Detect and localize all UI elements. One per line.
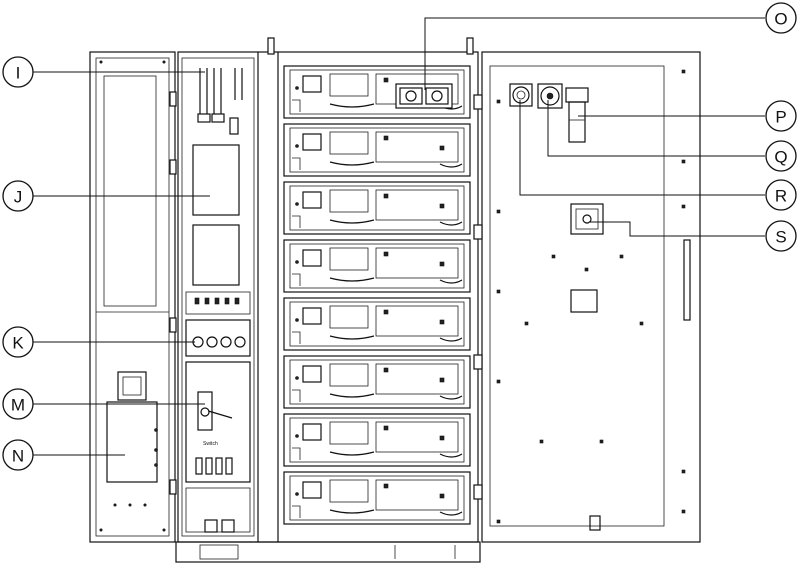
- connector-panel: [185, 319, 251, 357]
- callout-p: P: [765, 100, 797, 132]
- switch-panel: Switch: [185, 361, 251, 483]
- callout-label: M: [11, 396, 25, 415]
- bracket-p: [565, 87, 589, 143]
- cabinet-frame: [175, 37, 481, 563]
- callout-o: O: [765, 2, 797, 34]
- callout-label: Q: [774, 148, 787, 167]
- battery-stack: [283, 65, 471, 525]
- fan-module-lower: [192, 224, 240, 286]
- battery-module: [283, 123, 471, 177]
- battery-module: [283, 239, 471, 293]
- callout-label: N: [12, 447, 24, 466]
- fan-module-upper: [192, 144, 240, 216]
- callout-label: O: [774, 10, 787, 29]
- switch-text: Switch: [203, 441, 218, 447]
- connector-block-o: [395, 83, 453, 109]
- battery-module: [283, 355, 471, 409]
- battery-module: [283, 181, 471, 235]
- callout-i: I: [2, 56, 34, 88]
- battery-module: [283, 413, 471, 467]
- right-door: [473, 51, 701, 543]
- callout-label: P: [775, 108, 786, 127]
- battery-module: [283, 65, 471, 119]
- round-connector-r: [509, 83, 533, 107]
- callout-label: J: [14, 188, 23, 207]
- callout-r: R: [765, 179, 797, 211]
- leader-lines: [33, 17, 765, 456]
- callout-label: R: [775, 187, 787, 206]
- callout-s: S: [765, 220, 797, 252]
- left-door-access-panel: [106, 371, 158, 483]
- callout-m: M: [2, 388, 34, 420]
- control-column: Switch: [181, 57, 255, 537]
- power-cables: [197, 68, 243, 135]
- left-door-vent: [103, 75, 157, 307]
- round-connector-q: [537, 83, 563, 109]
- junction-box-s: [570, 203, 604, 235]
- callout-q: Q: [765, 140, 797, 172]
- callout-j: J: [2, 180, 34, 212]
- battery-module: [283, 471, 471, 525]
- battery-module: [283, 297, 471, 351]
- callout-n: N: [2, 439, 34, 471]
- callout-label: S: [775, 228, 786, 247]
- callout-k: K: [2, 326, 34, 358]
- callout-label: I: [16, 64, 21, 83]
- left-door: [89, 51, 177, 543]
- callout-label: K: [12, 334, 24, 353]
- callout-layer: I J K M N O P Q R S: [2, 2, 797, 471]
